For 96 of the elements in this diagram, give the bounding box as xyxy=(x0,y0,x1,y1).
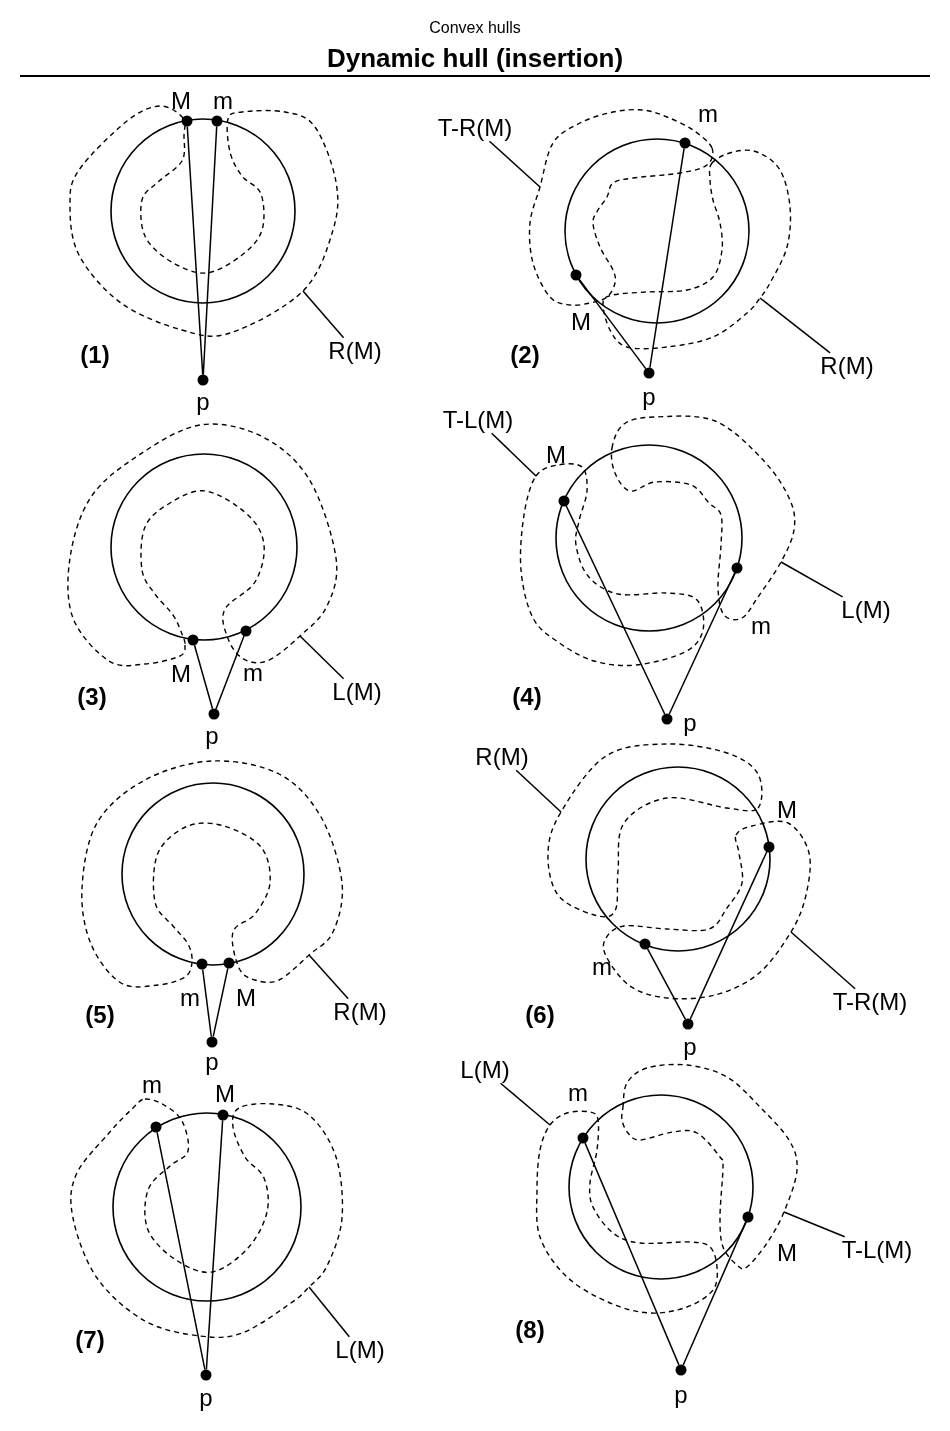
leader-line xyxy=(780,561,844,598)
leader-line xyxy=(783,1211,846,1238)
section-heading: Convex hulls xyxy=(429,19,521,37)
line-segment xyxy=(565,505,666,715)
point-label: m xyxy=(180,984,200,1012)
point-label: M xyxy=(215,1080,235,1108)
point-dot xyxy=(181,115,193,127)
point-label: p xyxy=(205,1048,219,1076)
point-dot xyxy=(682,1018,694,1030)
region-label: T-L(M) xyxy=(841,1236,913,1264)
point-dot xyxy=(639,938,651,950)
region-label: R(M) xyxy=(333,998,387,1026)
point-dot xyxy=(240,625,252,637)
point-label: p xyxy=(642,383,656,411)
point-dot xyxy=(742,1211,754,1223)
line-segment xyxy=(186,125,204,376)
point-dot xyxy=(217,1109,229,1121)
point-label: m xyxy=(698,100,718,128)
region-label: L(M) xyxy=(335,1336,385,1364)
point-label: M xyxy=(171,660,191,688)
line-segment xyxy=(682,1221,747,1366)
point-dot xyxy=(206,1036,218,1048)
line-segment xyxy=(649,147,685,369)
line-segment xyxy=(212,967,229,1038)
leader-line xyxy=(759,297,831,354)
point-label: m xyxy=(592,953,612,981)
point-dot xyxy=(675,1364,687,1376)
panel-number: (3) xyxy=(77,683,107,711)
panel-number: (2) xyxy=(510,341,540,369)
line-segment xyxy=(215,635,245,710)
line-segment xyxy=(578,278,647,370)
point-label: p xyxy=(674,1381,688,1409)
leader-line xyxy=(308,954,349,1000)
leader-line xyxy=(299,635,345,680)
point-dot xyxy=(577,1132,589,1144)
panel-number: (1) xyxy=(80,341,110,369)
leader-line xyxy=(499,1082,551,1126)
point-label: M xyxy=(777,796,797,824)
point-label: M xyxy=(236,984,256,1012)
leader-line xyxy=(308,1286,351,1338)
panel-number: (6) xyxy=(525,1001,555,1029)
point-dot xyxy=(558,495,570,507)
point-label: p xyxy=(683,1033,697,1061)
point-dot xyxy=(570,269,582,281)
point-dot xyxy=(223,957,235,969)
point-dot xyxy=(643,367,655,379)
point-label: m xyxy=(243,659,263,687)
point-label: p xyxy=(196,388,210,416)
leader-line xyxy=(515,769,562,813)
point-label: M xyxy=(171,87,191,115)
point-label: p xyxy=(205,722,219,750)
panel-number: (7) xyxy=(75,1326,105,1354)
line-segment xyxy=(201,968,213,1038)
point-label: m xyxy=(568,1079,588,1107)
panel-number: (4) xyxy=(512,683,542,711)
region-label: R(M) xyxy=(820,352,874,380)
leader-line xyxy=(488,140,541,188)
point-label: p xyxy=(683,709,697,737)
point-label: M xyxy=(571,308,591,336)
leader-line xyxy=(490,432,537,477)
region-label: L(M) xyxy=(460,1056,510,1084)
point-dot xyxy=(208,708,220,720)
region-label: L(M) xyxy=(841,596,891,624)
point-dot xyxy=(661,713,673,725)
region-label: T-R(M) xyxy=(832,988,908,1016)
point-dot xyxy=(763,841,775,853)
point-label: M xyxy=(546,441,566,469)
line-segment xyxy=(584,1142,680,1366)
point-dot xyxy=(731,562,743,574)
panel-number: (8) xyxy=(515,1316,545,1344)
point-label: m xyxy=(213,87,233,115)
point-dot xyxy=(197,374,209,386)
point-dot xyxy=(187,634,199,646)
line-segment xyxy=(205,1119,224,1371)
leader-line xyxy=(302,290,345,339)
region-label: R(M) xyxy=(328,337,382,365)
point-dot xyxy=(196,958,208,970)
point-label: M xyxy=(777,1239,797,1267)
point-label: p xyxy=(199,1384,213,1412)
leader-line xyxy=(790,931,856,990)
line-segment xyxy=(156,1131,206,1371)
region-label: R(M) xyxy=(475,743,529,771)
point-dot xyxy=(150,1121,162,1133)
region-label: L(M) xyxy=(332,678,382,706)
line-segment xyxy=(193,644,214,710)
point-label: m xyxy=(751,612,771,640)
diagram-title: Dynamic hull (insertion) xyxy=(326,43,624,73)
region-label: T-L(M) xyxy=(442,406,514,434)
line-segment xyxy=(202,125,218,376)
line-segment xyxy=(668,572,736,715)
panel-number: (5) xyxy=(85,1001,115,1029)
point-dot xyxy=(679,137,691,149)
point-dot xyxy=(200,1369,212,1381)
point-dot xyxy=(211,115,223,127)
point-label: m xyxy=(142,1071,162,1099)
region-label: T-R(M) xyxy=(437,114,513,142)
